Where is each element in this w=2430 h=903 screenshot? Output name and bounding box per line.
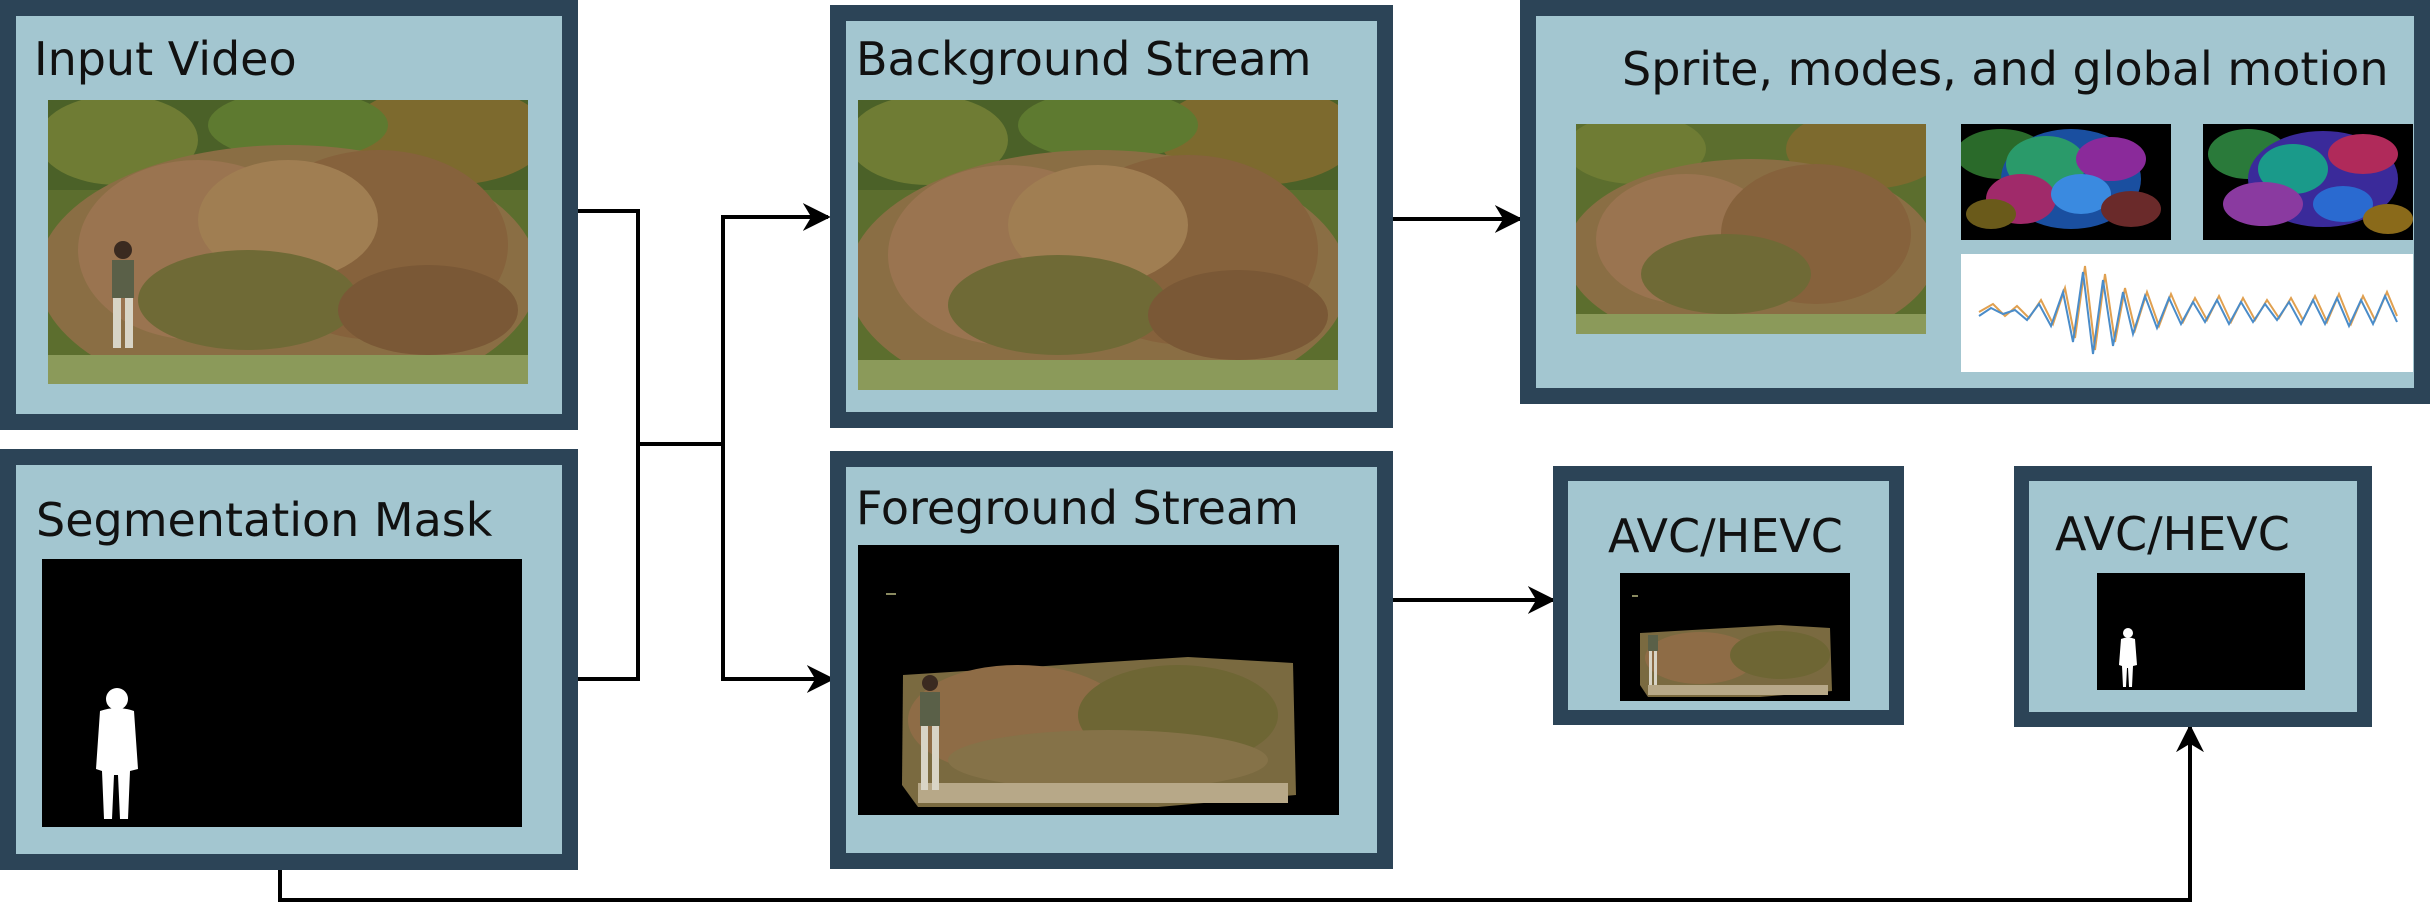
person-silhouette-mask-icon [2097,573,2305,690]
input-video-title: Input Video [34,32,297,86]
background-stream-title: Background Stream [856,32,1312,86]
segmentation-mask-frame [42,559,522,827]
codec-mask-panel: AVC/HEVC [2014,466,2372,727]
foreground-texture-icon [858,545,1339,815]
colored-mode-map-icon [1961,124,2171,240]
background-stream-frame [858,100,1338,390]
codec-foreground-frame [1620,573,1850,701]
codec-mask-frame [2097,573,2305,690]
person-figure [920,675,940,790]
sprite-title: Sprite, modes, and global motion [1622,42,2389,96]
shrub-scene-icon [1576,124,1926,334]
codec-mask-title: AVC/HEVC [2055,507,2290,561]
segmentation-mask-title: Segmentation Mask [36,493,493,547]
person-silhouette-mask-icon [42,559,522,827]
person-figure [112,241,134,348]
input-video-panel: Input Video [0,0,578,430]
junction-to-background-arrow [721,203,831,444]
sprite-frame [1576,124,1926,334]
foreground-stream-title: Foreground Stream [856,481,1299,535]
mask-to-junction-line [578,444,640,681]
input-video-frame [48,100,528,384]
background-stream-panel: Background Stream [830,5,1393,428]
shrub-scene-icon [858,100,1338,390]
segmentation-mask-panel: Segmentation Mask [0,449,578,870]
colored-mode-map-icon [2203,124,2413,240]
motion-waveform-plot-icon [1961,254,2413,372]
codec-foreground-panel: AVC/HEVC [1553,466,1904,725]
shrub-scene-icon [48,100,528,384]
input-to-junction-line [578,209,723,446]
foreground-texture-icon [1620,573,1850,701]
codec-foreground-title: AVC/HEVC [1608,509,1843,563]
mask-to-codec-arrow [278,724,2204,902]
foreground-stream-panel: Foreground Stream [830,451,1393,869]
sprite-panel: Sprite, modes, and global motion [1520,0,2430,404]
foreground-stream-frame [858,545,1339,815]
mode-map-1 [1961,124,2171,240]
global-motion-plot [1961,254,2413,372]
mode-map-2 [2203,124,2413,240]
junction-to-foreground-arrow [721,444,835,693]
